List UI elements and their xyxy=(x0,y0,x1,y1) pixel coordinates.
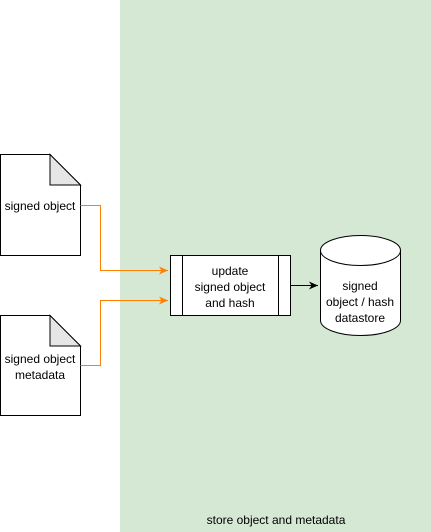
datastore-cylinder: signed object / hash datastore xyxy=(320,235,401,336)
datastore-label-line3: datastore xyxy=(335,311,385,325)
edge-signed-object-to-process xyxy=(80,205,168,275)
metadata-document: signed object metadata xyxy=(0,314,82,416)
process-label-line3: and hash xyxy=(205,296,254,310)
metadata-label-line2: metadata xyxy=(15,368,65,382)
store-region-label: store object and metadata xyxy=(207,513,346,527)
process-label-line1: update xyxy=(212,264,249,278)
signed-object-label: signed object xyxy=(5,199,76,213)
datastore-label-line1: signed xyxy=(342,279,377,293)
process-label-line2: signed object xyxy=(195,280,266,294)
edge-metadata-to-process xyxy=(80,296,168,366)
update-process-box: update signed object and hash xyxy=(170,255,291,316)
metadata-label-line1: signed object xyxy=(5,352,76,366)
signed-object-document: signed object xyxy=(0,153,82,256)
datastore-label-line2: object / hash xyxy=(326,295,394,309)
